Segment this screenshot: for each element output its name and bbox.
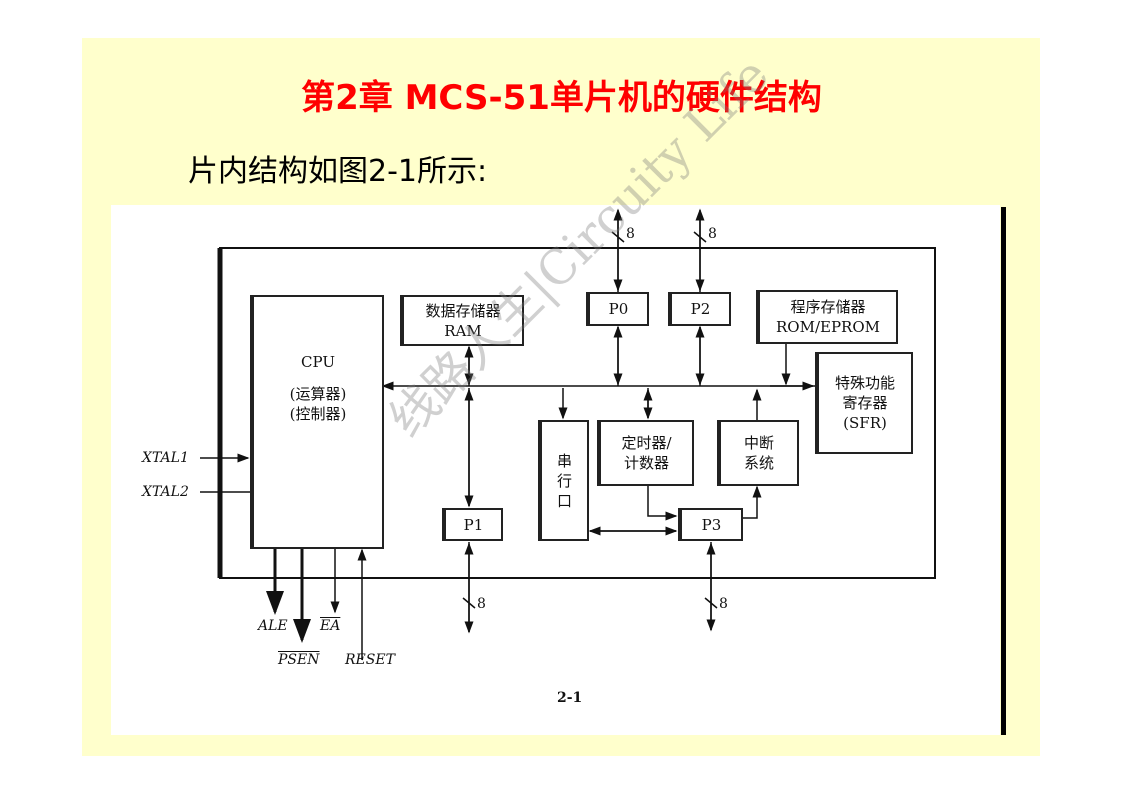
rom-block: 程序存储器 ROM/EPROM bbox=[756, 290, 898, 344]
slide-title: 第2章 MCS-51单片机的硬件结构 bbox=[301, 78, 822, 118]
p2-block: P2 bbox=[668, 292, 731, 326]
p0-width-label: 8 bbox=[626, 226, 635, 242]
rom-label: 程序存储器 bbox=[790, 298, 866, 316]
cpu-block: CPU (运算器) (控制器) bbox=[250, 295, 384, 549]
serial-label-2: 行 bbox=[556, 471, 572, 490]
ea-label: EA bbox=[320, 618, 341, 634]
rom-type-label: ROM/EPROM bbox=[776, 318, 880, 336]
interrupt-label-1: 中断 bbox=[743, 434, 774, 452]
serial-label-3: 口 bbox=[556, 491, 572, 510]
sfr-block: 特殊功能寄存器 (SFR) bbox=[815, 352, 913, 454]
figure-caption: 2-1 bbox=[557, 690, 583, 706]
ram-label: 数据存储器 bbox=[425, 301, 501, 320]
p2-width-label: 8 bbox=[708, 226, 717, 242]
timer-label-1: 定时器/ bbox=[621, 434, 672, 452]
cpu-controller-label: (控制器) bbox=[289, 405, 347, 423]
p1-label: P1 bbox=[463, 515, 484, 534]
p0-block: P0 bbox=[586, 292, 649, 326]
xtal2-label: XTAL2 bbox=[142, 484, 189, 500]
sfr-label-3: (SFR) bbox=[843, 414, 887, 432]
slide-subtitle: 片内结构如图2-1所示: bbox=[188, 154, 488, 189]
p2-label: P2 bbox=[690, 300, 711, 318]
p1-block: P1 bbox=[442, 508, 503, 541]
p0-label: P0 bbox=[608, 300, 629, 318]
timer-label-2: 计数器 bbox=[623, 454, 669, 472]
sfr-label-1: 特殊功能 bbox=[834, 374, 895, 392]
timer-block: 定时器/计数器 bbox=[597, 420, 694, 486]
sfr-label-2: 寄存器 bbox=[842, 394, 888, 412]
serial-port-block: 串行口 bbox=[538, 420, 589, 541]
p3-width-label: 8 bbox=[719, 596, 728, 612]
xtal1-label: XTAL1 bbox=[142, 450, 189, 466]
ram-type-label: RAM bbox=[444, 321, 482, 340]
interrupt-block: 中断系统 bbox=[717, 420, 799, 486]
p3-block: P3 bbox=[678, 508, 743, 541]
reset-label: RESET bbox=[345, 652, 395, 668]
p1-width-label: 8 bbox=[477, 596, 486, 612]
cpu-label: CPU bbox=[301, 353, 335, 371]
p3-label: P3 bbox=[701, 515, 722, 534]
psen-label: PSEN bbox=[278, 652, 320, 668]
cpu-alu-label: (运算器) bbox=[289, 385, 347, 403]
serial-label-1: 串 bbox=[556, 451, 572, 470]
ale-label: ALE bbox=[258, 618, 288, 634]
figure-border bbox=[1001, 207, 1006, 735]
interrupt-label-2: 系统 bbox=[743, 454, 774, 472]
